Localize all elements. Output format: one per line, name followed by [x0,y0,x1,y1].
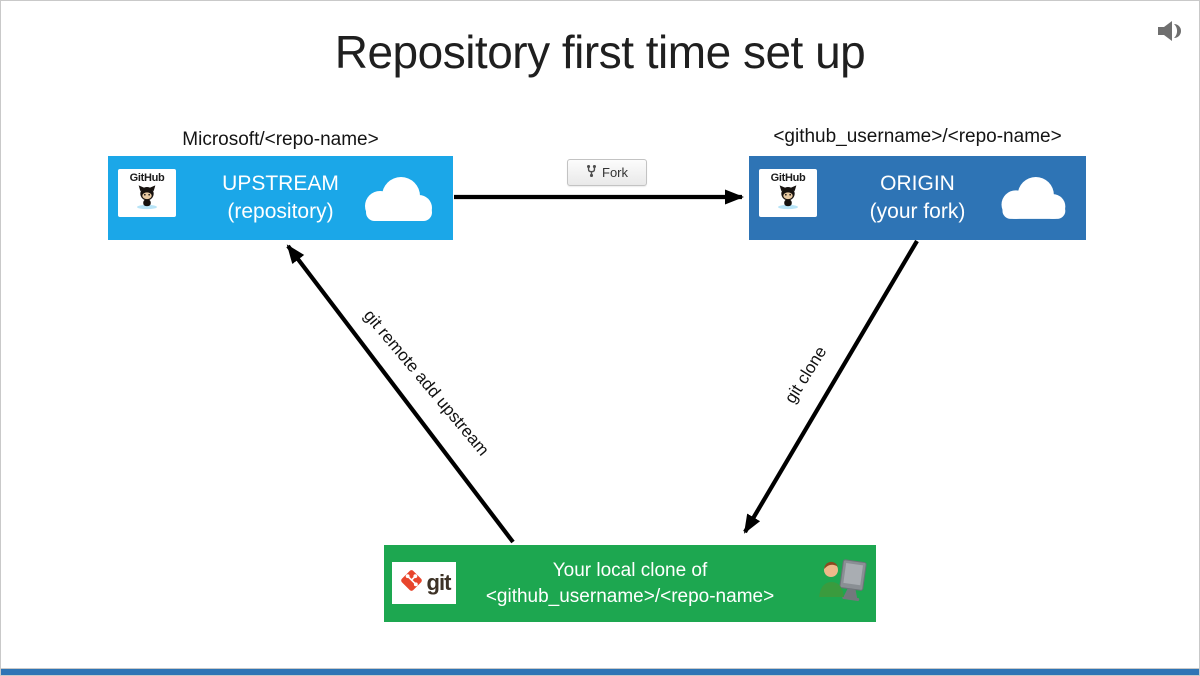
local-clone-line1: Your local clone of [552,559,708,581]
bottom-bar [1,668,1199,675]
git-diamond-icon [398,567,425,599]
origin-subtitle: (your fork) [869,200,966,223]
git-logo-card: git [392,562,456,604]
upstream-subtitle: (repository) [227,200,334,223]
upstream-node: GitHub UPSTREAM (repository) [108,156,453,240]
fork-button[interactable]: Fork [567,159,647,186]
origin-title: ORIGIN [880,172,955,195]
origin-node: GitHub ORIGIN (your fork) [749,156,1086,240]
octocat-icon [132,184,162,215]
local-clone-text: Your local clone of <github_username>/<r… [384,558,876,610]
upstream-node-text: UPSTREAM (repository) [108,170,453,226]
person-at-computer-icon [816,557,868,610]
slide-title: Repository first time set up [334,26,866,78]
fork-button-label: Fork [602,165,628,180]
local-clone-node: git Your local clone of <github_username… [384,545,876,622]
cloud-icon [992,170,1072,229]
git-remote-add-upstream-label: git remote add upstream [359,305,493,460]
git-remote-arrow [286,244,515,544]
fork-icon [586,164,597,181]
github-logo-card: GitHub [118,169,176,217]
git-logo-text: git [426,570,452,595]
upstream-repo-path-label: Microsoft/<repo-name> [182,129,379,150]
speaker-icon[interactable] [1155,19,1183,43]
github-logo-text: GitHub [129,172,165,184]
git-clone-label: git clone [780,342,831,407]
origin-node-text: ORIGIN (your fork) [749,170,1086,226]
cloud-icon [355,170,439,231]
octocat-icon [773,184,803,215]
upstream-title: UPSTREAM [222,172,339,195]
local-clone-line2: <github_username>/<repo-name> [485,585,775,607]
origin-repo-path-label: <github_username>/<repo-name> [773,126,1062,147]
github-logo-card: GitHub [759,169,817,217]
github-logo-text: GitHub [770,172,806,184]
git-clone-arrow [743,239,919,534]
